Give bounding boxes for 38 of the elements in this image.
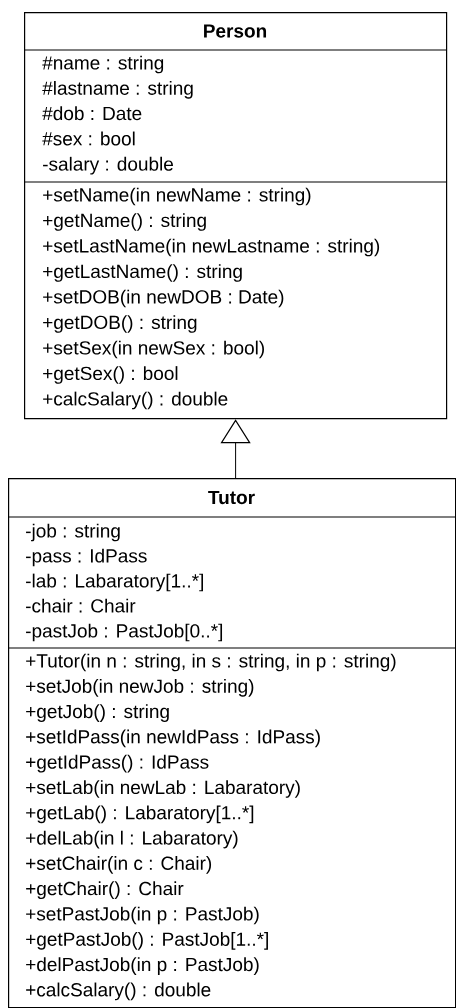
operation: +delPastJob(in p : PastJob)	[26, 957, 259, 975]
operation: +calcSalary() : double	[26, 982, 211, 1001]
attribute: #sex : bool	[42, 131, 135, 146]
operation: +setJob(in newJob : string)	[26, 678, 254, 697]
operation: +setName(in newName : string)	[43, 187, 311, 206]
attribute: -chair : Chair	[26, 598, 136, 613]
generalization-arrow	[220, 419, 251, 479]
operation: +getJob() : string	[26, 704, 169, 722]
operation: +getIdPass() : IdPass	[26, 754, 209, 773]
operation: +setChair(in c : Chair)	[26, 856, 212, 874]
operation: +Tutor(in n : string, in s : string, in p : string)	[26, 653, 396, 672]
operation: +setPastJob(in p : PastJob)	[26, 906, 259, 925]
attribute: -salary : double	[43, 156, 173, 175]
operation: +setSex(in newSex : bool)	[43, 340, 264, 359]
attribute: -pastJob : PastJob[0..*]	[26, 623, 223, 642]
attribute: #dob : Date	[42, 106, 142, 121]
operation: +getSex() : bool	[43, 366, 178, 384]
operation: +calcSalary() : double	[43, 391, 228, 410]
class-name: Person	[204, 24, 267, 38]
class-box	[7, 478, 456, 1008]
operation: +getLastName() : string	[43, 264, 242, 282]
operation: +getChair() : Chair	[26, 881, 184, 900]
operation: +getName() : string	[43, 213, 206, 231]
operation: +setLab(in newLab : Labaratory)	[26, 780, 300, 798]
operation: +setIdPass(in newIdPass : IdPass)	[26, 729, 320, 748]
operation: +setLastName(in newLastname : string)	[43, 238, 380, 257]
attribute: #name : string	[42, 55, 164, 74]
attribute: -job : string	[26, 523, 120, 542]
attribute: -pass : IdPass	[26, 548, 147, 567]
class-name: Tutor	[208, 490, 255, 505]
operation: +delLab(in l : Labaratory)	[26, 830, 238, 849]
operation: +getLab() : Labaratory[1..*]	[26, 805, 254, 824]
operation: +getDOB() : string	[43, 315, 197, 333]
operation: +getPastJob() : PastJob[1..*]	[26, 931, 268, 950]
attribute: -lab : Labaratory[1..*]	[26, 573, 203, 592]
attribute: #lastname : string	[42, 80, 193, 99]
operation: +setDOB(in newDOB : Date)	[43, 289, 284, 308]
class-box	[23, 12, 448, 420]
